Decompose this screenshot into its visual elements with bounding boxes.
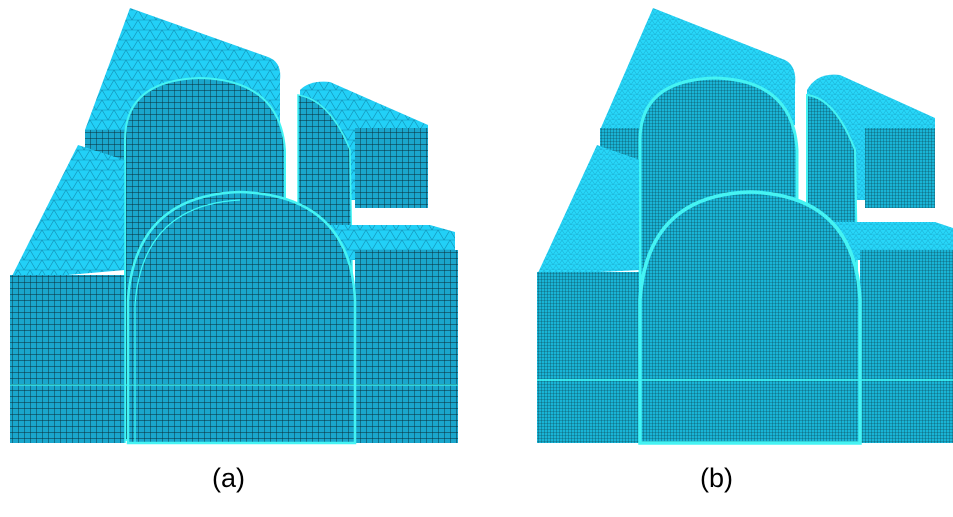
front-top-surface [10,145,125,280]
main-arch-inner-edge [134,199,241,443]
panel-a-caption: (a) [212,463,245,493]
rear-right-wall [355,128,428,208]
panel-b-caption: (b) [700,463,733,493]
front-left-wall [10,275,125,443]
front-right-wall [355,250,458,443]
mesh-panel-b [537,8,953,445]
main-arch [126,190,357,445]
mesh-panel-a [10,8,458,445]
